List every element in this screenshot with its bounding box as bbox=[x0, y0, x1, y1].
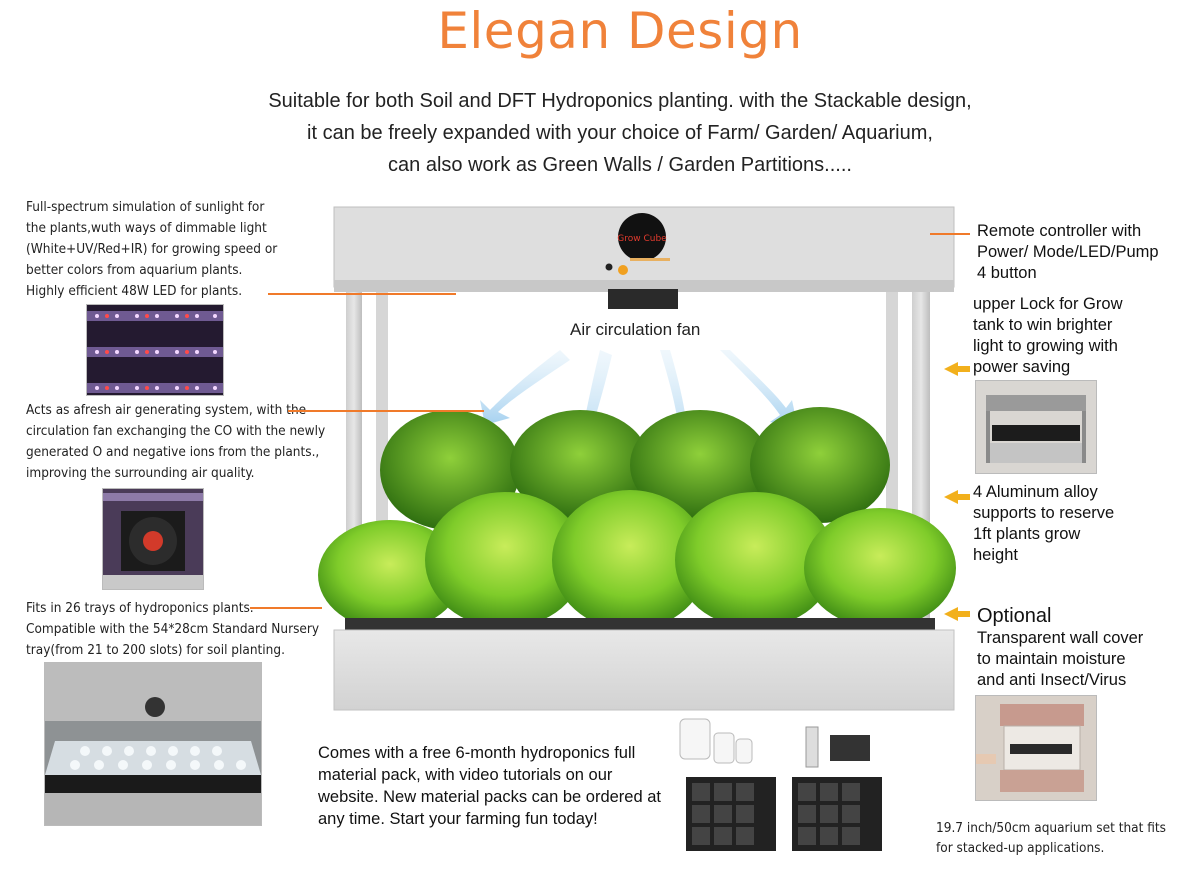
light-note-line: Full-spectrum simulation of sunlight for bbox=[26, 199, 265, 215]
pack-note-line: Comes with a free 6-month hydroponics fu… bbox=[318, 744, 636, 762]
arrow-left-icon bbox=[944, 607, 970, 621]
supports-note: 4 Aluminum alloy supports to reserve 1ft… bbox=[973, 482, 1193, 566]
lock-note-line: light to growing with bbox=[973, 337, 1118, 355]
aquarium-note-line: 19.7 inch/50cm aquarium set that fits bbox=[936, 820, 1166, 836]
remote-pointer-line bbox=[930, 233, 970, 235]
light-note-line: the plants,wuth ways of dimmable light bbox=[26, 220, 267, 236]
remote-note: Remote controller with Power/ Mode/LED/P… bbox=[977, 221, 1197, 284]
light-note-line: (White+UV/Red+IR) for growing speed or bbox=[26, 241, 278, 257]
pack-note-line: any time. Start your farming fun today! bbox=[318, 810, 598, 828]
optional-note-line: to maintain moisture bbox=[977, 650, 1126, 668]
grow-cabinet-illustration: Grow Cube bbox=[318, 206, 956, 711]
light-note: Full-spectrum simulation of sunlight for… bbox=[26, 197, 326, 302]
material-pack-note: Comes with a free 6-month hydroponics fu… bbox=[318, 742, 698, 830]
aquarium-note-line: for stacked-up applications. bbox=[936, 840, 1105, 856]
trays-note: Fits in 26 trays of hydroponics plants. … bbox=[26, 598, 326, 661]
air-note-line: generated O and negative ions from the p… bbox=[26, 444, 320, 460]
air-note-line: improving the surrounding air quality. bbox=[26, 465, 255, 481]
led-strip-photo bbox=[86, 304, 224, 396]
pack-note-line: website. New material packs can be order… bbox=[318, 788, 662, 806]
supports-note-line: height bbox=[973, 546, 1018, 564]
wall-cover-photo bbox=[975, 695, 1097, 801]
lock-note-line: tank to win brighter bbox=[973, 316, 1113, 334]
optional-note-line: and anti Insect/Virus bbox=[977, 671, 1127, 689]
pack-note-line: material pack, with video tutorials on o… bbox=[318, 766, 613, 784]
lock-note-line: upper Lock for Grow bbox=[973, 295, 1123, 313]
grow-lock-photo bbox=[975, 380, 1097, 474]
supports-note-line: 4 Aluminum alloy bbox=[973, 483, 1098, 501]
page-title: Elegan Design bbox=[437, 2, 803, 60]
remote-note-line: Remote controller with bbox=[977, 222, 1142, 240]
trays-note-line: Fits in 26 trays of hydroponics plants. bbox=[26, 600, 254, 616]
aquarium-note: 19.7 inch/50cm aquarium set that fits fo… bbox=[936, 818, 1200, 858]
fan-photo bbox=[102, 488, 204, 590]
trays-note-line: Compatible with the 54*28cm Standard Nur… bbox=[26, 621, 320, 637]
lock-note: upper Lock for Grow tank to win brighter… bbox=[973, 294, 1193, 378]
fan-label: Air circulation fan bbox=[570, 320, 701, 339]
air-note: Acts as afresh air generating system, wi… bbox=[26, 400, 326, 484]
arrow-left-icon bbox=[944, 362, 970, 376]
air-note-line: circulation fan exchanging the CO with t… bbox=[26, 423, 326, 439]
subtitle-line-3: can also work as Green Walls / Garden Pa… bbox=[388, 154, 852, 176]
optional-note-line: Transparent wall cover bbox=[977, 629, 1144, 647]
trays-note-line: tray(from 21 to 200 slots) for soil plan… bbox=[26, 642, 285, 658]
light-note-line: better colors from aquarium plants. bbox=[26, 262, 243, 278]
light-pointer-line bbox=[268, 293, 456, 295]
optional-note: Transparent wall cover to maintain moist… bbox=[977, 628, 1197, 691]
subtitle-line-2: it can be freely expanded with your choi… bbox=[307, 122, 933, 144]
subtitle-line-1: Suitable for both Soil and DFT Hydroponi… bbox=[268, 90, 972, 112]
tray-photo bbox=[44, 662, 262, 826]
brand-logo: Grow Cube bbox=[617, 234, 667, 244]
material-pack-photo bbox=[679, 718, 882, 851]
arrow-left-icon bbox=[944, 490, 970, 504]
light-note-line: Highly efficient 48W LED for plants. bbox=[26, 283, 243, 299]
air-pointer-line bbox=[288, 410, 484, 412]
lock-note-line: power saving bbox=[973, 358, 1071, 376]
air-note-line: Acts as afresh air generating system, wi… bbox=[26, 402, 307, 418]
trays-pointer-line bbox=[250, 607, 322, 609]
remote-note-line: Power/ Mode/LED/Pump bbox=[977, 243, 1159, 261]
optional-title: Optional bbox=[977, 605, 1052, 627]
supports-note-line: 1ft plants grow bbox=[973, 525, 1081, 543]
remote-note-line: 4 button bbox=[977, 264, 1037, 282]
supports-note-line: supports to reserve bbox=[973, 504, 1115, 522]
